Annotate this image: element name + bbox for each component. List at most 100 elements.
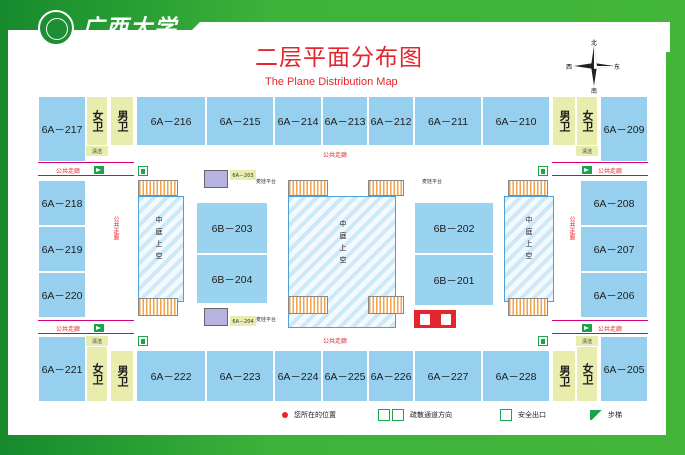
room-6a-209: 6A－209 <box>600 96 648 162</box>
platform-label-bottom-left: 麦娃平台 <box>256 317 277 323</box>
atrium-left <box>138 196 184 302</box>
cleaning-room-label-bottom-right: 清洁 <box>576 336 598 346</box>
toilet-male-top-left: 男卫 <box>110 96 134 146</box>
stair-top-right <box>508 180 548 196</box>
room-6a-210: 6A－210 <box>482 96 550 146</box>
stair-bottom-center-right <box>368 296 404 314</box>
legend-here-label: 您所在的位置 <box>294 411 336 419</box>
room-6a-204-small: 6A－204 <box>230 316 256 326</box>
compass-east: 东 <box>614 64 621 71</box>
room-6a-205: 6A－205 <box>600 336 648 402</box>
toilet-female-top-left: 女卫 <box>86 96 108 146</box>
room-6a-228: 6A－228 <box>482 350 550 402</box>
compass-rose-icon <box>574 46 614 86</box>
legend-evac-label: 疏散通道方向 <box>410 411 452 419</box>
legend-exit: 安全出口 <box>500 408 546 422</box>
corridor-label-top-center: 公共走廊 <box>323 152 348 159</box>
stairs-legend-icon <box>590 410 604 420</box>
stair-top-center-left <box>288 180 328 196</box>
room-6a-226: 6A－226 <box>368 350 414 402</box>
toilet-female-top-right: 女卫 <box>576 96 598 146</box>
compass-west: 西 <box>566 64 573 71</box>
legend-stairs-label: 步梯 <box>608 411 622 419</box>
atrium-center-label: 中庭上空 <box>339 220 347 268</box>
stair-bottom-right <box>508 298 548 316</box>
atrium-right <box>504 196 554 302</box>
exit-icon-bottom-right <box>538 336 548 346</box>
room-6a-221: 6A－221 <box>38 336 86 402</box>
room-6a-227: 6A－227 <box>414 350 482 402</box>
exit-icon <box>138 166 148 176</box>
location-dot-icon <box>282 412 288 418</box>
atrium-right-label: 中庭上空 <box>525 216 533 264</box>
evac-arrow-icon-bottom <box>94 324 104 332</box>
logo-chinese-name: 广西大学 <box>82 15 179 41</box>
room-6b-204: 6B－204 <box>196 254 268 304</box>
legend-exit-label: 安全出口 <box>518 411 546 419</box>
evac-left-arrow-icon <box>378 409 390 421</box>
corridor-bottom-left <box>38 320 134 334</box>
room-6a-208: 6A－208 <box>580 180 648 226</box>
room-6a-217: 6A－217 <box>38 96 86 162</box>
evac-arrow-icon <box>94 166 104 174</box>
logo-english-name: GUANGXI UNIVERSITY <box>82 38 168 45</box>
corridor-label-bottom-right: 公共走廊 <box>598 326 623 333</box>
toilet-male-top-right: 男卫 <box>552 96 576 146</box>
compass-south: 南 <box>591 88 598 95</box>
exit-icon-right <box>538 166 548 176</box>
room-6a-203-small: 6A－203 <box>230 170 256 180</box>
legend-stairs: 步梯 <box>590 408 622 422</box>
cleaning-room-label-bottom: 清洁 <box>86 336 108 346</box>
room-6a-225: 6A－225 <box>322 350 368 402</box>
legend-here: 您所在的位置 <box>282 408 336 422</box>
toilet-female-bottom-right: 女卫 <box>576 346 598 402</box>
university-logo: 广西大学 GUANGXI UNIVERSITY <box>38 8 198 50</box>
room-6a-223: 6A－223 <box>206 350 274 402</box>
platform-label-left: 麦娃平台 <box>256 179 277 185</box>
room-6b-202: 6B－202 <box>414 202 494 254</box>
stair-top-center-right <box>368 180 404 196</box>
room-6a-207: 6A－207 <box>580 226 648 272</box>
room-6a-214: 6A－214 <box>274 96 322 146</box>
compass-north: 北 <box>591 40 598 47</box>
elevator-bottom-left <box>204 308 228 326</box>
corridor-label-bottom-left: 公共走廊 <box>56 326 81 333</box>
corridor-label-right-vertical: 公共走廊 <box>568 216 575 240</box>
compass: 北 南 西 东 <box>566 38 622 95</box>
stair-top-left <box>138 180 178 196</box>
room-6a-212: 6A－212 <box>368 96 414 146</box>
room-6b-201: 6B－201 <box>414 254 494 306</box>
room-6a-215: 6A－215 <box>206 96 274 146</box>
cleaning-room-label-right: 清洁 <box>576 146 598 156</box>
platform-label-right: 麦娃平台 <box>422 179 443 185</box>
evac-arrow-icon-bottom-right <box>582 324 592 332</box>
cleaning-room-label: 清洁 <box>86 146 108 156</box>
corridor-label-bottom-center: 公共走廊 <box>323 338 348 345</box>
room-6a-220: 6A－220 <box>38 272 86 318</box>
floor-plan: 6A－217 女卫 清洁 男卫 6A－216 6A－215 6A－214 6A－… <box>38 96 648 404</box>
atrium-left-label: 中庭上空 <box>155 216 163 264</box>
you-are-here-marker <box>414 310 456 328</box>
exit-icon-bottom <box>138 336 148 346</box>
room-6a-219: 6A－219 <box>38 226 86 272</box>
toilet-male-bottom-left: 男卫 <box>110 350 134 402</box>
room-6a-213: 6A－213 <box>322 96 368 146</box>
stair-bottom-center-left <box>288 296 328 314</box>
corridor-label-top-right: 公共走廊 <box>598 168 623 175</box>
room-6a-216: 6A－216 <box>136 96 206 146</box>
corridor-label-top-left: 公共走廊 <box>56 168 81 175</box>
evac-right-arrow-icon <box>392 409 404 421</box>
page-title: 二层平面分布图 <box>255 45 423 71</box>
stair-bottom-left <box>138 298 178 316</box>
room-6a-206: 6A－206 <box>580 272 648 318</box>
corridor-top-left <box>38 162 134 176</box>
corridor-bottom-right <box>552 320 648 334</box>
room-6b-203: 6B－203 <box>196 202 268 254</box>
corridor-label-left-vertical: 公共走廊 <box>112 216 119 240</box>
evac-arrow-icon-right <box>582 166 592 174</box>
elevator-top-left <box>204 170 228 188</box>
exit-legend-icon <box>500 409 512 421</box>
legend-evac: 疏散通道方向 <box>378 408 452 422</box>
toilet-male-bottom-right: 男卫 <box>552 350 576 402</box>
corridor-top-right <box>552 162 648 176</box>
